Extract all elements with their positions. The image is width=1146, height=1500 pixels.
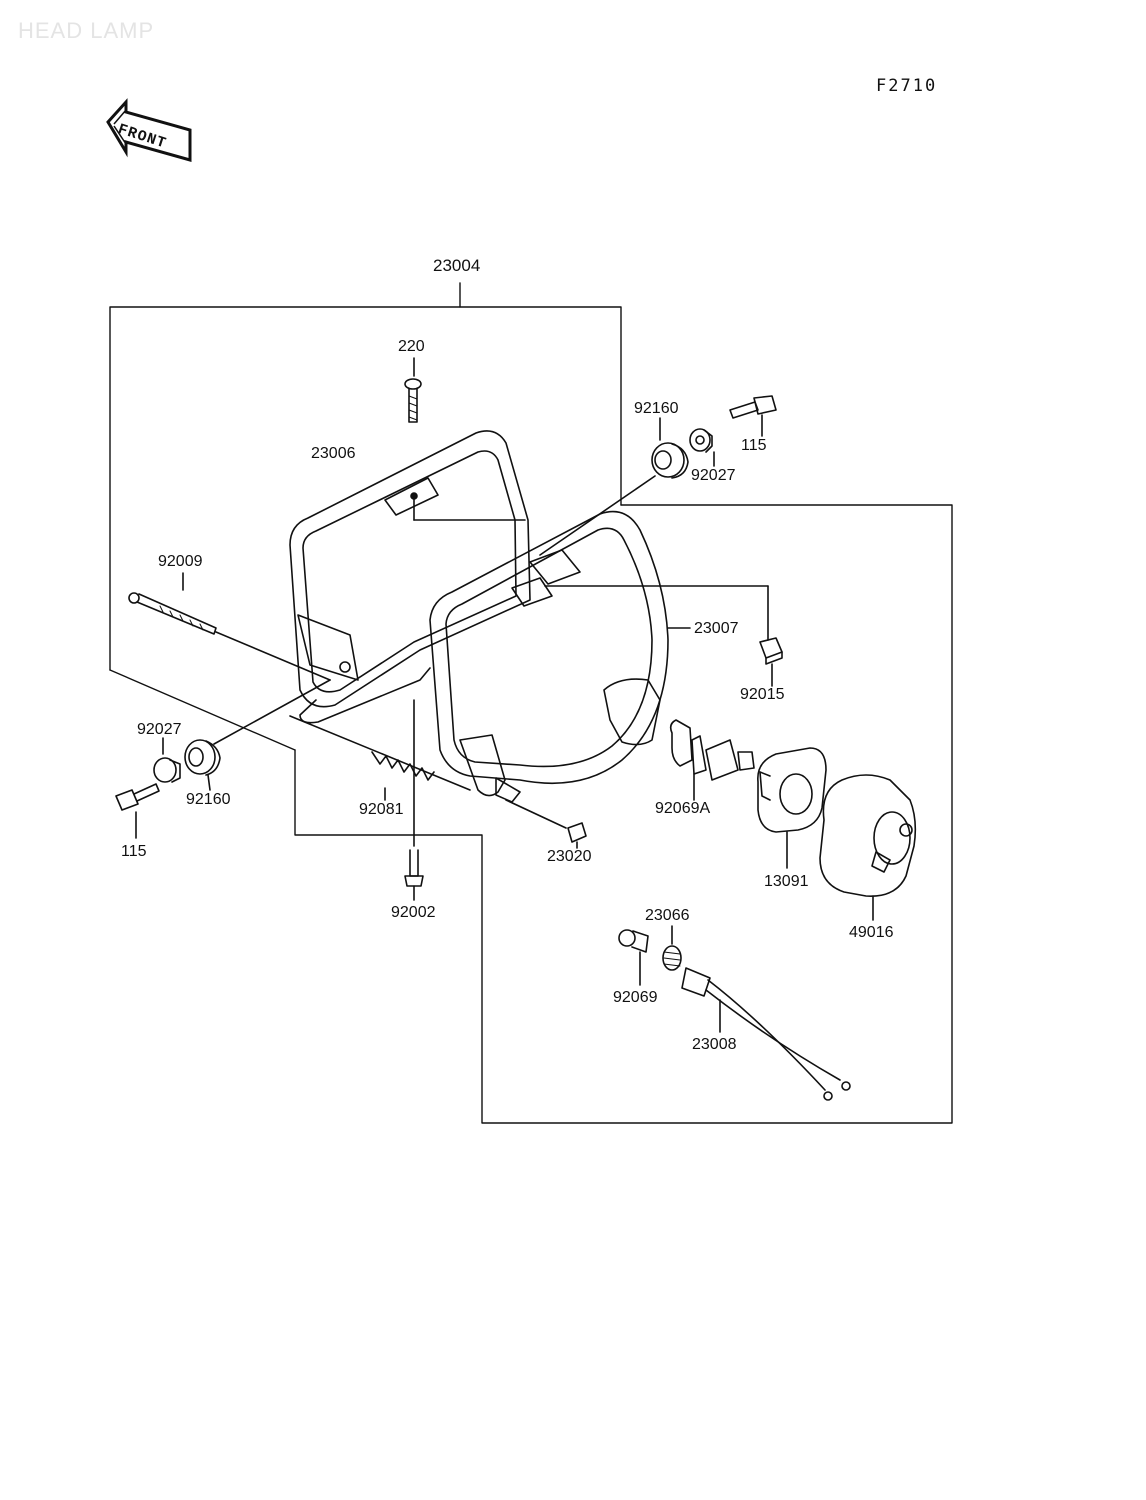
bulb-92069 [618,929,649,986]
callout-92069: 92069 [613,989,658,1006]
callout-49016: 49016 [849,924,894,941]
bulb-92069A [669,719,755,801]
callout-23008: 23008 [692,1036,737,1053]
grommet-92160-left [184,679,331,791]
callout-92015: 92015 [740,686,785,703]
clip-23020 [505,799,587,849]
cover-49016 [819,774,917,921]
nut-92015 [759,637,783,687]
callout-220: 220 [398,338,425,355]
adjust-bolt-92009 [128,572,331,681]
callout-92160-left: 92160 [186,791,231,808]
headlamp-unit-23007 [429,510,769,803]
bolt-115-top [729,395,777,437]
front-arrow-icon [106,98,192,162]
assembly-bracket-23004 [109,282,953,1124]
callout-92069A: 92069A [655,800,711,817]
callout-23004: 23004 [433,256,481,275]
callout-23006: 23006 [311,445,356,462]
callout-92027-top: 92027 [691,467,736,484]
headlamp-rim-23006 [289,430,531,724]
grommet-23066 [662,925,682,971]
callout-92002: 92002 [391,904,436,921]
screw-220 [404,357,422,423]
callout-92160-top: 92160 [634,400,679,417]
collar-92027-left [153,737,181,783]
bolt-115-left [115,783,160,839]
callout-23066: 23066 [645,907,690,924]
collar-92027-top [689,428,715,467]
spring-92081 [289,715,471,801]
grommet-92160-top [539,417,689,556]
callout-115-left: 115 [121,843,147,860]
screw-92002 [404,699,424,901]
socket-13091 [757,747,827,869]
callout-13091: 13091 [764,873,809,890]
figure-code: F2710 [876,76,938,96]
page-title: HEAD LAMP [18,18,155,43]
callout-92009: 92009 [158,553,203,570]
callout-23020: 23020 [547,848,592,865]
callout-115-top: 115 [741,437,767,454]
callout-92081: 92081 [359,801,404,818]
callout-23007: 23007 [694,620,739,637]
wire-socket-23008 [681,967,851,1101]
callout-92027-left: 92027 [137,721,182,738]
